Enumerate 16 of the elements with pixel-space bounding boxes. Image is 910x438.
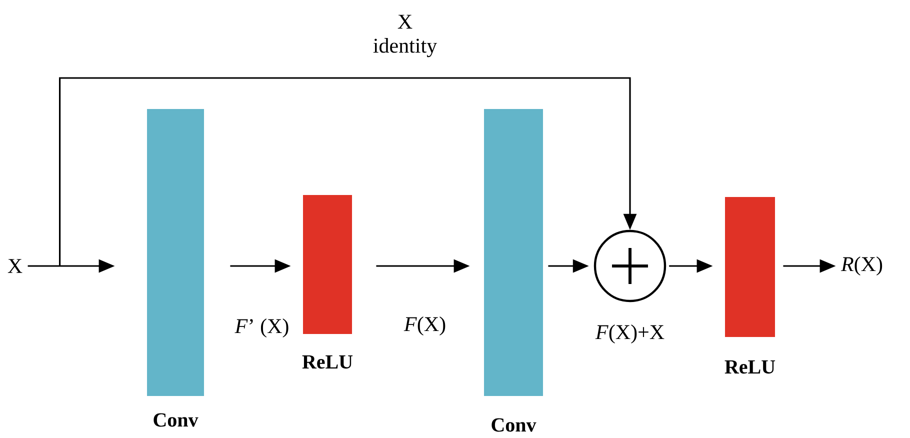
edge-label: X identity [373,14,438,58]
layer-bar: Conv [147,109,204,427]
edge-label: F(X) [404,316,446,336]
edge-label: F’ (X) [234,318,288,338]
signal-label: X [8,259,22,273]
node-label: Conv [154,413,198,427]
layer-bar: ReLU [302,195,353,369]
signal-label: R(X) [840,256,882,276]
sum-label: F(X)+X [595,324,664,344]
node-label: ReLU [302,355,353,369]
layer-bar: ReLU [724,197,776,374]
sum-circle [594,230,666,302]
node-label: Conv [492,418,536,432]
node-label: ReLU [724,360,776,374]
skip-arrow [59,77,637,266]
layer-bar: Conv [484,109,543,432]
